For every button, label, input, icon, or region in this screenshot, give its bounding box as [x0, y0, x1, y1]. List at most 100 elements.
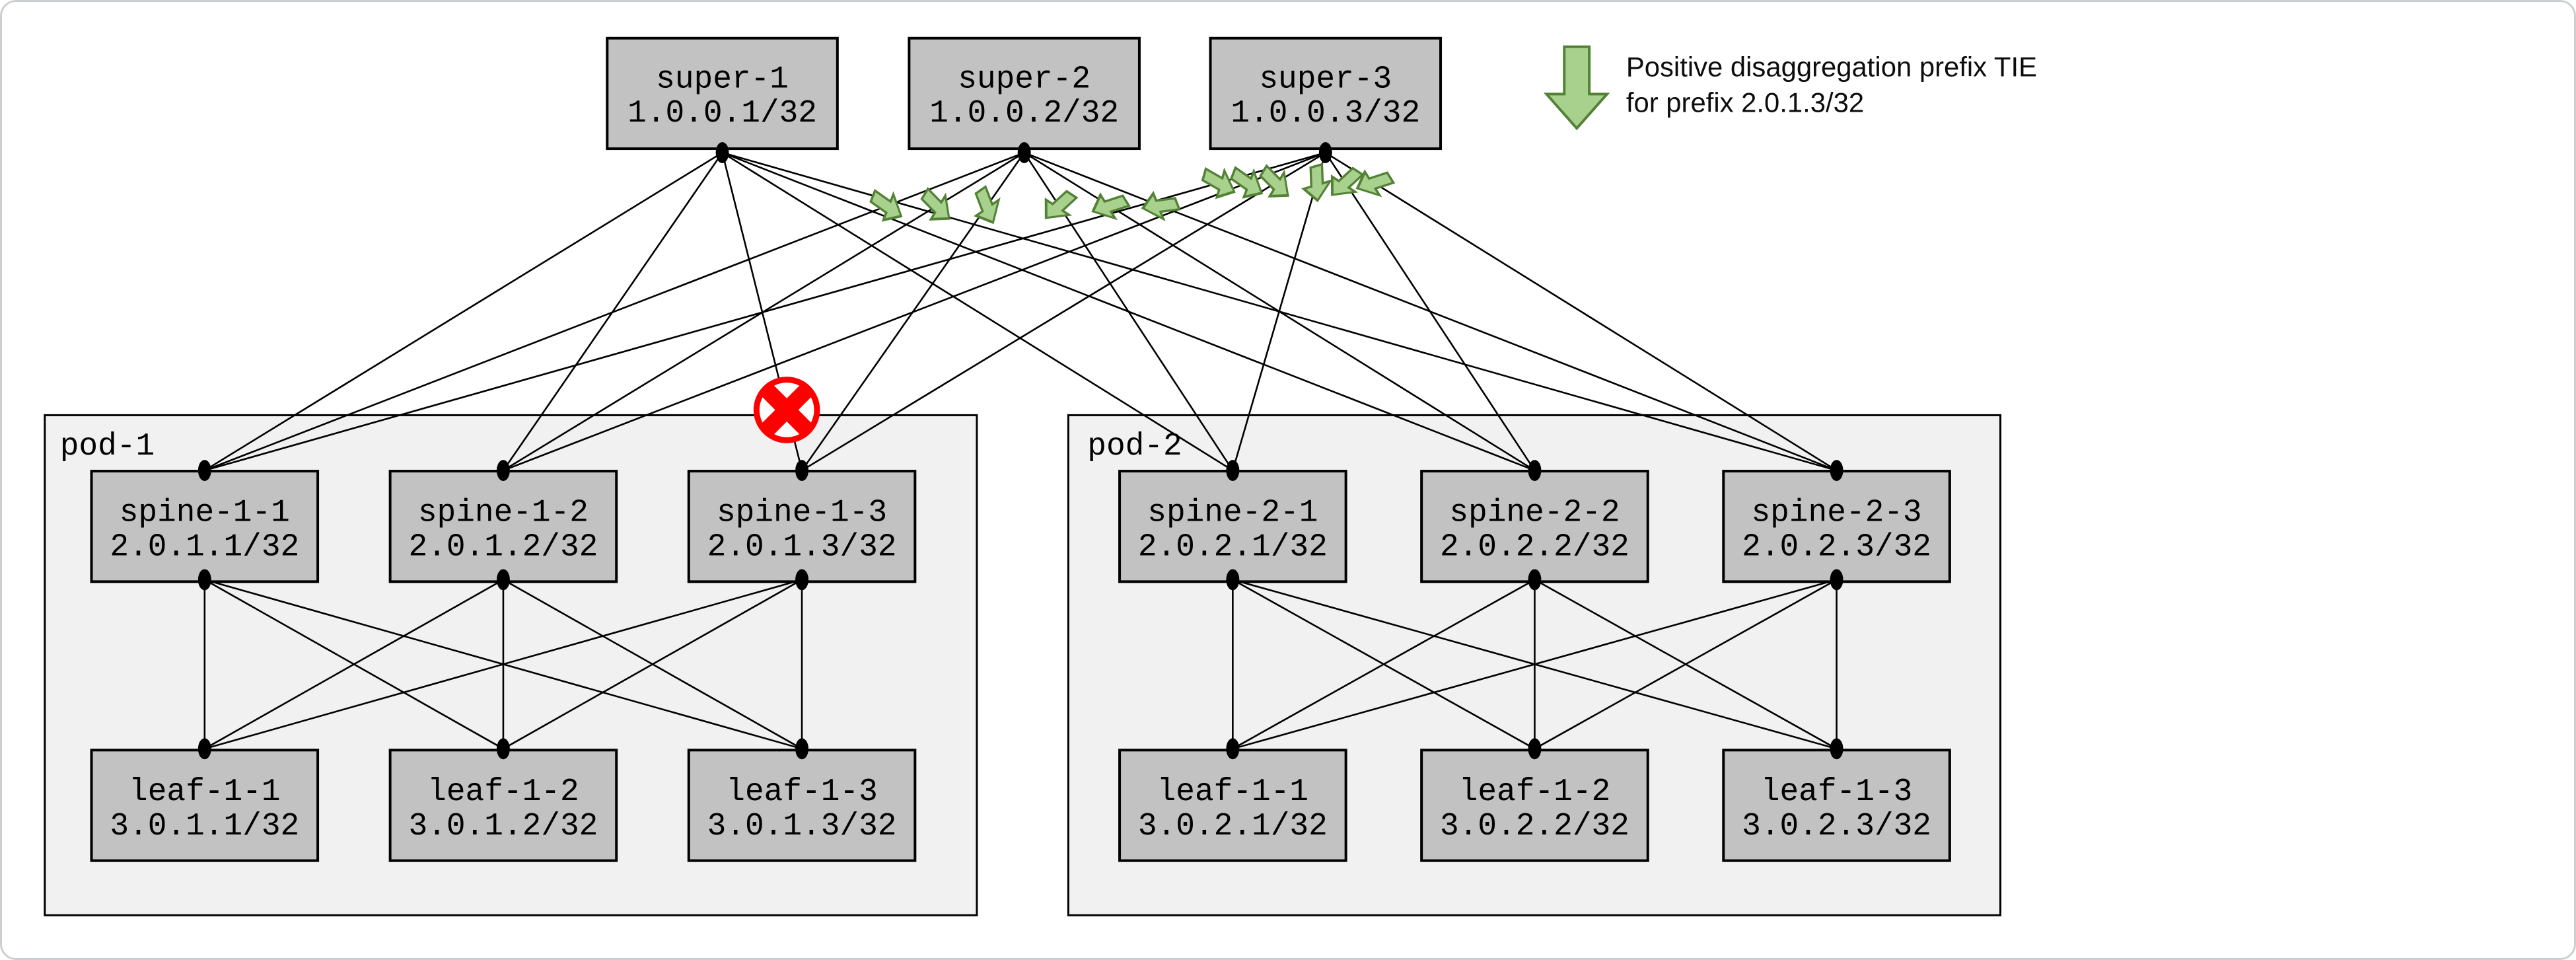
node-spine-2-2: spine-2-2 2.0.2.2/32	[1420, 470, 1649, 583]
port-dot	[1528, 569, 1542, 591]
node-name: super-3	[1259, 61, 1392, 97]
node-name: spine-1-3	[717, 496, 887, 531]
pod-label: pod-1	[60, 429, 155, 464]
topology-link	[721, 151, 1234, 472]
tie-arrows-super-3	[1197, 157, 1399, 209]
node-address: 2.0.1.1/32	[110, 530, 299, 566]
positive-disaggregation-arrow-icon	[1084, 180, 1135, 232]
port-dot	[496, 738, 510, 760]
port-dot	[795, 738, 809, 760]
node-name: spine-1-2	[418, 496, 589, 531]
node-address: 3.0.1.3/32	[707, 809, 897, 844]
node-leaf-1-3-pod-2: leaf-1-3 3.0.2.3/32	[1722, 749, 1951, 862]
legend: Positive disaggregation prefix TIE for p…	[1543, 45, 2037, 131]
node-leaf-1-2-pod-1: leaf-1-2 3.0.1.2/32	[388, 749, 618, 862]
node-leaf-1-1-pod-2: leaf-1-1 3.0.2.1/32	[1118, 749, 1347, 862]
node-name: super-1	[656, 61, 789, 97]
node-box	[1118, 470, 1347, 583]
positive-disaggregation-arrow-icon	[912, 180, 962, 232]
port-dot	[1830, 569, 1843, 591]
node-name: leaf-1-3	[726, 774, 877, 810]
port-dot	[795, 460, 809, 481]
node-leaf-1-2-pod-2: leaf-1-2 3.0.2.2/32	[1420, 749, 1649, 862]
topology-link	[1325, 151, 1838, 472]
node-name: spine-1-1	[120, 496, 290, 531]
node-spine-1-1: spine-1-1 2.0.1.1/32	[90, 470, 320, 583]
topology-link	[503, 151, 1326, 472]
port-dot	[795, 569, 809, 591]
positive-disaggregation-arrow-icon	[863, 182, 911, 231]
node-box	[1420, 749, 1649, 862]
node-spine-2-1: spine-2-1 2.0.2.1/32	[1118, 470, 1347, 583]
node-name: leaf-1-3	[1761, 774, 1912, 810]
pod-label: pod-2	[1087, 429, 1182, 464]
connection-dots	[197, 142, 1843, 760]
node-address: 3.0.2.1/32	[1138, 809, 1328, 844]
port-dot	[1017, 142, 1031, 163]
node-box	[687, 749, 917, 862]
port-dot	[496, 460, 510, 481]
topology-link	[204, 579, 504, 750]
node-super-1: super-1 1.0.0.1/32	[606, 36, 839, 151]
node-address: 3.0.2.3/32	[1742, 809, 1931, 844]
node-address: 3.0.2.2/32	[1440, 809, 1629, 844]
node-box	[606, 36, 839, 151]
port-dot	[197, 460, 211, 481]
node-box	[90, 749, 320, 862]
node-leaf-1-1-pod-1: leaf-1-1 3.0.1.1/32	[90, 749, 320, 862]
node-super-3: super-3 1.0.0.3/32	[1209, 36, 1443, 151]
node-super-2: super-2 1.0.0.2/32	[908, 36, 1141, 151]
port-dot	[1318, 142, 1332, 163]
node-address: 3.0.1.1/32	[110, 809, 299, 844]
topology-link	[1232, 579, 1536, 750]
port-dot	[1226, 460, 1240, 481]
node-name: super-2	[958, 61, 1091, 97]
legend-down-arrow-icon	[1543, 45, 1610, 131]
node-box	[1722, 749, 1951, 862]
node-name: leaf-1-1	[129, 774, 280, 810]
failed-link-x	[760, 383, 814, 437]
topology-link	[204, 579, 803, 750]
pod-1-spine-leaf-links	[203, 579, 803, 750]
positive-disaggregation-arrow-icon	[1197, 160, 1242, 206]
port-dot	[197, 569, 211, 591]
port-dot	[197, 738, 211, 760]
legend-line-1: Positive disaggregation prefix TIE	[1626, 52, 2037, 83]
port-dot	[496, 569, 510, 591]
topology-link	[1324, 152, 1536, 471]
node-spine-2-3: spine-2-3 2.0.2.3/32	[1722, 470, 1951, 583]
topology-link	[503, 579, 803, 750]
node-box	[1209, 36, 1443, 151]
node-spine-1-3: spine-1-3 2.0.1.3/32	[687, 470, 917, 583]
port-dot	[1830, 738, 1843, 760]
node-address: 2.0.1.2/32	[409, 530, 598, 566]
node-box	[1420, 470, 1649, 583]
node-address: 2.0.2.2/32	[1440, 530, 1629, 566]
node-address: 1.0.0.2/32	[929, 96, 1119, 131]
node-name: leaf-1-2	[427, 774, 579, 810]
node-name: spine-2-2	[1449, 496, 1620, 531]
topology-link	[1534, 579, 1838, 750]
node-address: 3.0.1.2/32	[409, 809, 598, 844]
port-dot	[1830, 460, 1843, 481]
node-address: 2.0.1.3/32	[707, 530, 897, 566]
port-dot	[1528, 738, 1542, 760]
port-dot	[715, 142, 729, 163]
node-address: 2.0.2.3/32	[1742, 530, 1931, 566]
pod-2-spine-leaf-links	[1232, 579, 1838, 750]
node-name: leaf-1-2	[1459, 774, 1610, 810]
port-dot	[1226, 738, 1240, 760]
node-leaf-1-3-pod-1: leaf-1-3 3.0.1.3/32	[687, 749, 917, 862]
legend-line-2: for prefix 2.0.1.3/32	[1626, 87, 1864, 118]
node-box	[687, 470, 917, 583]
failed-link-marker-icon	[753, 377, 820, 443]
node-address: 1.0.0.3/32	[1231, 96, 1420, 131]
port-dot	[1528, 460, 1542, 481]
topology-link	[1232, 579, 1837, 750]
port-dot	[1226, 569, 1240, 591]
topology-link	[801, 151, 1326, 472]
topology-link	[1232, 152, 1327, 471]
node-name: spine-2-1	[1147, 496, 1318, 531]
node-name: spine-2-3	[1751, 496, 1921, 531]
